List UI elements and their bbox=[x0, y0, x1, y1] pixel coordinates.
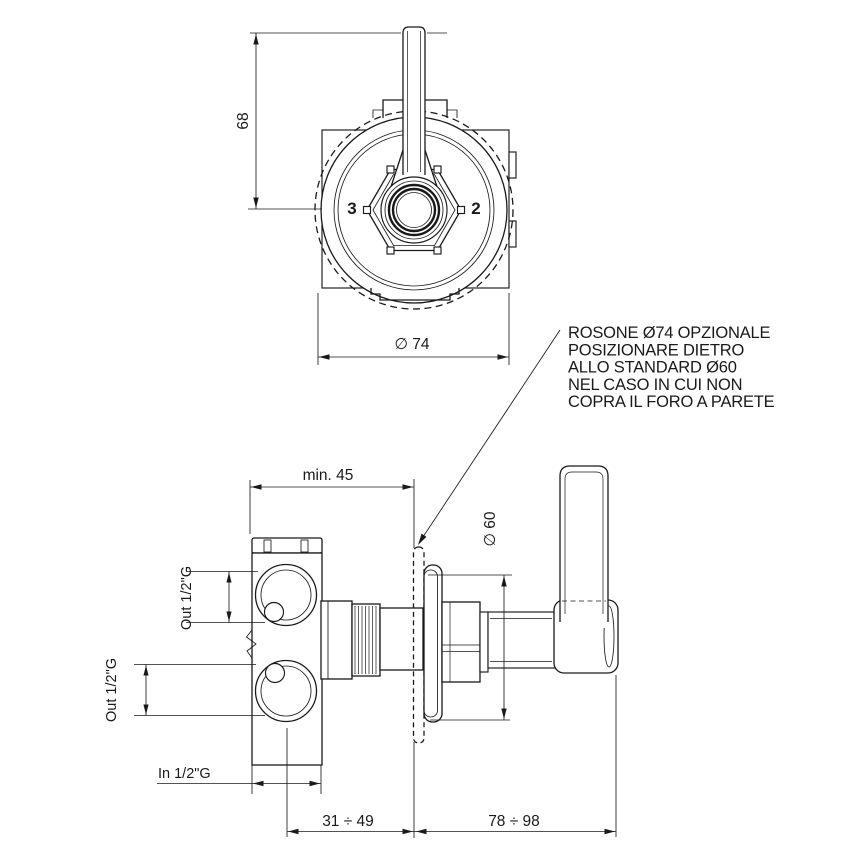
handle-nut bbox=[441, 601, 481, 683]
dim-diameter-60: ∅ 60 bbox=[428, 511, 512, 721]
dim-outlet-bottom: Out 1/2"G bbox=[104, 658, 265, 722]
hex-vertex-tab bbox=[456, 205, 466, 215]
hex-vertex-tab bbox=[362, 205, 372, 215]
arrow-left bbox=[288, 828, 299, 835]
note-line-1: ROSONE Ø74 OPZIONALE bbox=[568, 324, 771, 342]
top-boss-shoulders bbox=[372, 109, 458, 118]
hex-vertex-tab bbox=[386, 246, 395, 255]
arrow-right bbox=[402, 828, 413, 835]
arrow-left bbox=[251, 484, 262, 490]
outlet-port-top-hole bbox=[263, 601, 285, 623]
arrow-left bbox=[253, 780, 264, 787]
cap-screw-right bbox=[300, 539, 309, 553]
front-view: 3 2 bbox=[314, 26, 517, 310]
rosette-dashed-outline bbox=[412, 546, 425, 744]
annotation-note: ROSONE Ø74 OPZIONALE POSIZIONARE DIETRO … bbox=[418, 324, 775, 545]
handle-end-cap-arc bbox=[603, 605, 615, 668]
arrow-left bbox=[319, 354, 330, 360]
leader-arrow bbox=[418, 533, 427, 545]
dim-min-45: min. 45 bbox=[249, 467, 414, 534]
arrow-right bbox=[309, 780, 320, 787]
dim-78-98-text: 78 ÷ 98 bbox=[488, 813, 540, 830]
cartridge-thread bbox=[351, 603, 381, 677]
arrow-down bbox=[226, 611, 232, 622]
escutcheon-plate bbox=[423, 564, 443, 723]
outlet-port-bottom-bore bbox=[260, 665, 312, 717]
hex-vertex-tab bbox=[433, 246, 442, 255]
dim-min45-text: min. 45 bbox=[303, 467, 354, 484]
dim-outlet-top: Out 1/2"G bbox=[179, 566, 265, 630]
arrow-up bbox=[143, 665, 149, 676]
outlet-port-bottom-hole bbox=[264, 662, 286, 684]
dim-68: 68 bbox=[235, 32, 447, 210]
arrow-right bbox=[402, 484, 413, 490]
dim-diameter-74: ∅ 74 bbox=[317, 293, 510, 365]
port-number-3: 3 bbox=[347, 199, 356, 218]
handle-lever-fill bbox=[560, 466, 608, 628]
arrow-left bbox=[416, 828, 427, 835]
outlet-bottom-label: Out 1/2"G bbox=[104, 658, 120, 722]
arrow-up bbox=[253, 34, 259, 45]
thread-lines bbox=[354, 606, 377, 674]
arrow-right bbox=[604, 828, 615, 835]
cap-screw-left bbox=[263, 539, 272, 553]
inlet-label: In 1/2"G bbox=[158, 766, 211, 782]
handle-lever-inner bbox=[564, 471, 604, 614]
hex-vertex-tab bbox=[386, 165, 395, 174]
port-number-2: 2 bbox=[471, 199, 480, 218]
break-mark bbox=[245, 629, 257, 659]
handle-hub-shaft bbox=[487, 611, 557, 669]
handle-step-ring bbox=[479, 611, 489, 673]
collar-circle-4 bbox=[391, 187, 437, 233]
dim-inlet: In 1/2"G bbox=[157, 765, 322, 794]
dim-bottom-ranges: 31 ÷ 49 78 ÷ 98 bbox=[286, 675, 617, 837]
note-line-2: POSIZIONARE DIETRO bbox=[568, 341, 744, 359]
arrow-down bbox=[143, 704, 149, 715]
dim-68-text: 68 bbox=[235, 112, 252, 129]
arrow-down bbox=[253, 197, 259, 208]
body-cap bbox=[251, 537, 323, 554]
outlet-port-bottom bbox=[254, 659, 318, 723]
side-view bbox=[245, 465, 619, 838]
hex-vertex-tab bbox=[433, 165, 442, 174]
note-line-4: NEL CASO IN CUI NON bbox=[568, 376, 742, 394]
cartridge-shaft bbox=[379, 607, 424, 671]
handle-stem bbox=[402, 26, 426, 175]
mounting-tab-right-bottom bbox=[508, 220, 517, 248]
note-line-3: ALLO STANDARD Ø60 bbox=[568, 359, 737, 377]
handle-lever bbox=[559, 465, 609, 622]
collar-bore-circle bbox=[396, 192, 432, 228]
arrow-up bbox=[501, 576, 507, 587]
cartridge-block bbox=[320, 600, 353, 680]
dim-74-text: ∅ 74 bbox=[394, 336, 429, 353]
dim-31-49-text: 31 ÷ 49 bbox=[322, 813, 374, 830]
escutcheon-plate-inner bbox=[423, 569, 438, 718]
arrow-down bbox=[501, 708, 507, 719]
outlet-top-label: Out 1/2"G bbox=[179, 566, 195, 630]
leader-line bbox=[418, 329, 561, 544]
note-line-5: COPRA IL FORO A PARETE bbox=[568, 393, 775, 411]
collar-circle bbox=[380, 176, 448, 244]
outlet-port-top bbox=[254, 563, 318, 627]
mounting-tab-right-top bbox=[508, 151, 517, 179]
bottom-boss bbox=[370, 288, 460, 301]
arrow-up bbox=[226, 572, 232, 583]
arrow-right bbox=[497, 354, 508, 360]
outlet-port-top-bore bbox=[260, 569, 312, 621]
hex-nut-inner bbox=[372, 174, 456, 246]
dim-60-text: ∅ 60 bbox=[482, 511, 499, 546]
collar-circle-2 bbox=[384, 180, 444, 240]
collar-circle-3 bbox=[387, 183, 441, 237]
